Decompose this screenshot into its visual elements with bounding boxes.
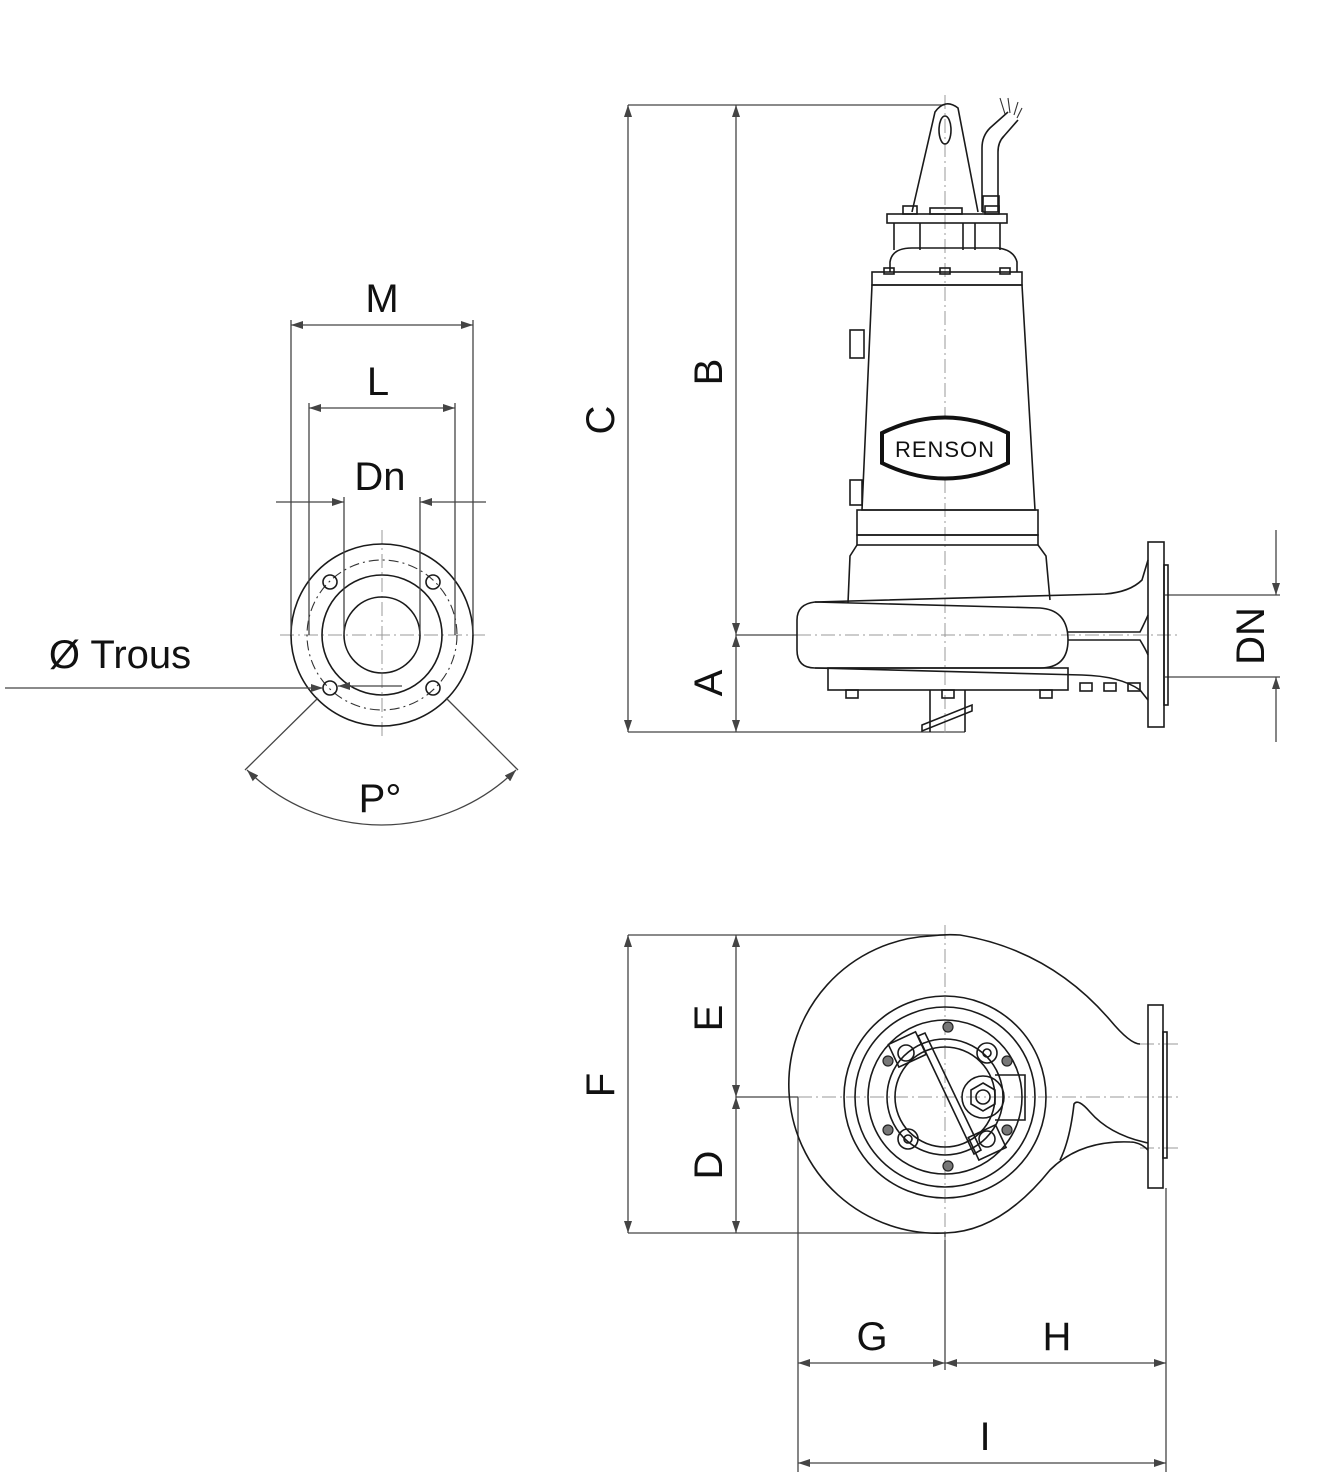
dimension-label-h: H <box>1043 1315 1072 1359</box>
dimension-label-dn: Dn <box>354 455 405 499</box>
bolt-hole <box>425 574 441 590</box>
bolt <box>942 1021 954 1033</box>
bolt-hole <box>322 574 338 590</box>
dimension-label-dn-outlet: DN <box>1229 607 1273 665</box>
motor-cap <box>889 247 1018 272</box>
side-view: C B A DN RENS <box>579 95 1280 742</box>
dimension-label-hole-diameter: Ø Trous <box>49 633 191 677</box>
bottom-view: F E D G H I <box>579 925 1180 1472</box>
dimension-label-m: M <box>365 277 398 321</box>
dimension-label-c: C <box>579 406 623 435</box>
bolt <box>882 1055 894 1067</box>
dimension-label-f: F <box>579 1073 623 1097</box>
cutter-bar <box>916 1031 983 1156</box>
bolt-circle <box>306 559 458 711</box>
volute-outline <box>788 933 1149 1234</box>
dimension-label-i: I <box>979 1415 990 1459</box>
bolt-hole <box>425 680 441 696</box>
lifting-lug <box>911 103 979 213</box>
dimension-label-angle: P° <box>359 777 402 821</box>
volute-casing <box>814 559 1149 701</box>
svg-text:RENSON: RENSON <box>895 437 995 462</box>
dimension-label-g: G <box>856 1315 887 1359</box>
bolt <box>942 1160 954 1172</box>
renson-logo: RENSON <box>880 415 1010 481</box>
bolt <box>1001 1055 1013 1067</box>
flange-view: M L Dn Ø Trous P° <box>5 277 519 826</box>
dimension-label-l: L <box>367 360 389 404</box>
dimension-label-e: E <box>687 1005 731 1032</box>
dimension-label-b: B <box>687 359 731 386</box>
bolt <box>1001 1124 1013 1136</box>
bolt-hole <box>322 680 338 696</box>
hub <box>961 1075 1005 1119</box>
bolt <box>882 1124 894 1136</box>
dimension-label-d: D <box>687 1151 731 1180</box>
dimension-label-a: A <box>687 669 731 696</box>
power-cable <box>981 111 1019 212</box>
